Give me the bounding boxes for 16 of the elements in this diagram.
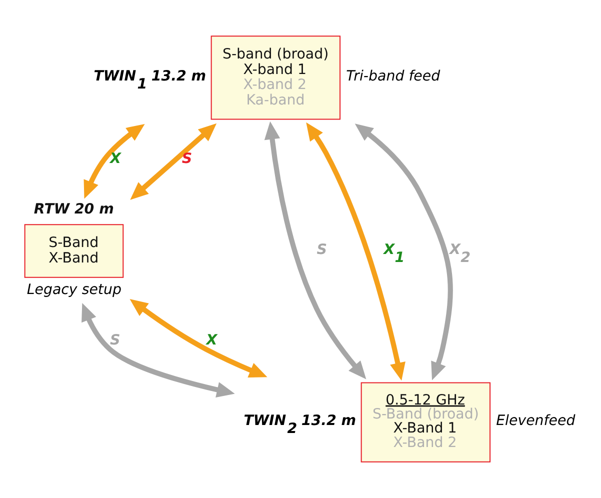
edge-label: S [182,151,192,168]
arrow [130,123,217,200]
node-label: Tri-band feed [346,68,440,84]
node-label: Elevenfeed [496,413,576,430]
edge-label: S [316,242,327,258]
arrow [306,122,406,381]
edge-label: S [110,332,120,348]
arrow [354,124,453,380]
arrow [82,303,235,398]
arrow [84,124,145,199]
node-label: Legacy setup [26,282,122,298]
edge-label: X [110,151,121,168]
node-label: RTW 20 m [34,202,114,218]
edge-label: X [206,332,218,348]
arrow [264,121,366,380]
arrow [130,298,268,378]
